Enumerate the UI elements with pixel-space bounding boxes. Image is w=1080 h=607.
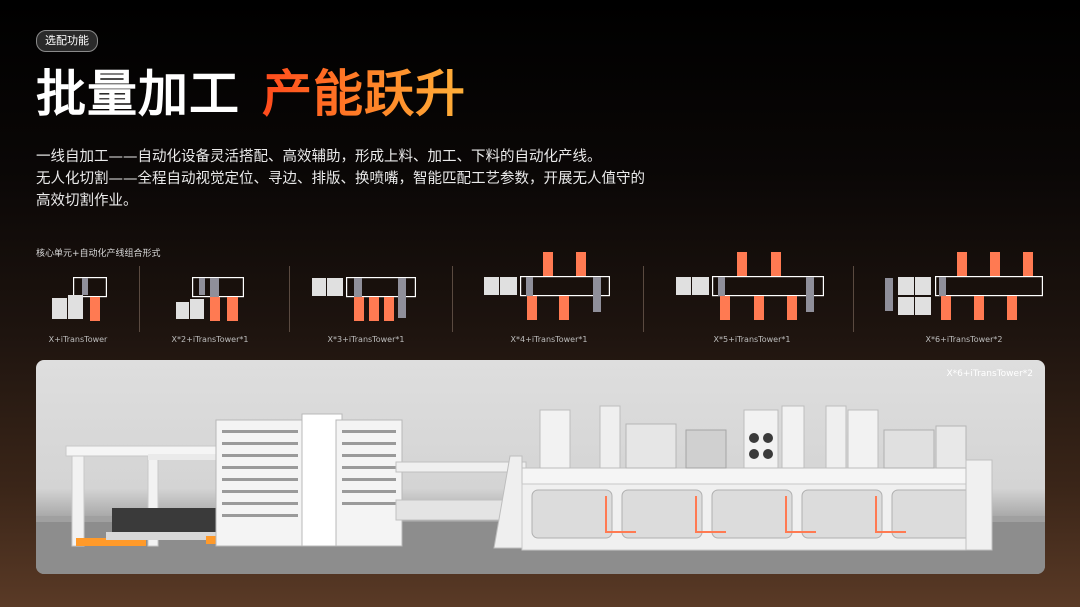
combo-x1: X+iTransTower [46,262,110,346]
divider [643,266,644,332]
description-line: 高效切割作业。 [36,193,138,209]
divider [289,266,290,332]
description-line: 一线自加工——自动化设备灵活搭配、高效辅助，形成上料、加工、下料的自动化产线。 [36,149,602,165]
combo-label: X*2+iTransTower*1 [171,335,249,344]
divider [853,266,854,332]
combo-diagram [176,277,244,321]
description-line: 无人化切割——全程自动视觉定位、寻边、排版、换喷嘴，智能匹配工艺参数，开展无人值… [36,171,645,187]
combo-diagram [312,277,416,321]
divider [452,266,453,332]
combo-x6: X*6+iTransTower*2 [881,248,1047,348]
feature-tag: 选配功能 [36,30,98,52]
description: 一线自加工——自动化设备灵活搭配、高效辅助，形成上料、加工、下料的自动化产线。 … [36,146,736,212]
production-line-image: X*6+iTransTower*2 [36,360,1045,574]
combo-diagram [885,252,1043,320]
title-main: 批量加工 [36,65,240,123]
combo-x4: X*4+iTransTower*1 [482,248,616,348]
combo-x2: X*2+iTransTower*1 [170,262,250,346]
title-highlight: 产能跃升 [262,65,466,123]
combo-label: X*6+iTransTower*2 [925,335,1003,344]
combo-diagram [676,252,824,320]
combinations-title: 核心单元+自动化产线组合形式 [36,249,161,259]
image-caption: X*6+iTransTower*2 [946,369,1033,379]
combo-label: X*5+iTransTower*1 [713,335,791,344]
combo-diagram [484,252,610,320]
page-title: 批量加工产能跃升 [36,62,466,126]
divider [139,266,140,332]
combo-x3: X*3+iTransTower*1 [310,262,422,346]
production-line-illustration [36,405,1045,574]
combo-label: X+iTransTower [48,335,108,344]
combo-label: X*3+iTransTower*1 [327,335,405,344]
combo-label: X*4+iTransTower*1 [510,335,588,344]
combo-x5: X*5+iTransTower*1 [674,248,830,348]
combo-diagram [52,277,107,321]
